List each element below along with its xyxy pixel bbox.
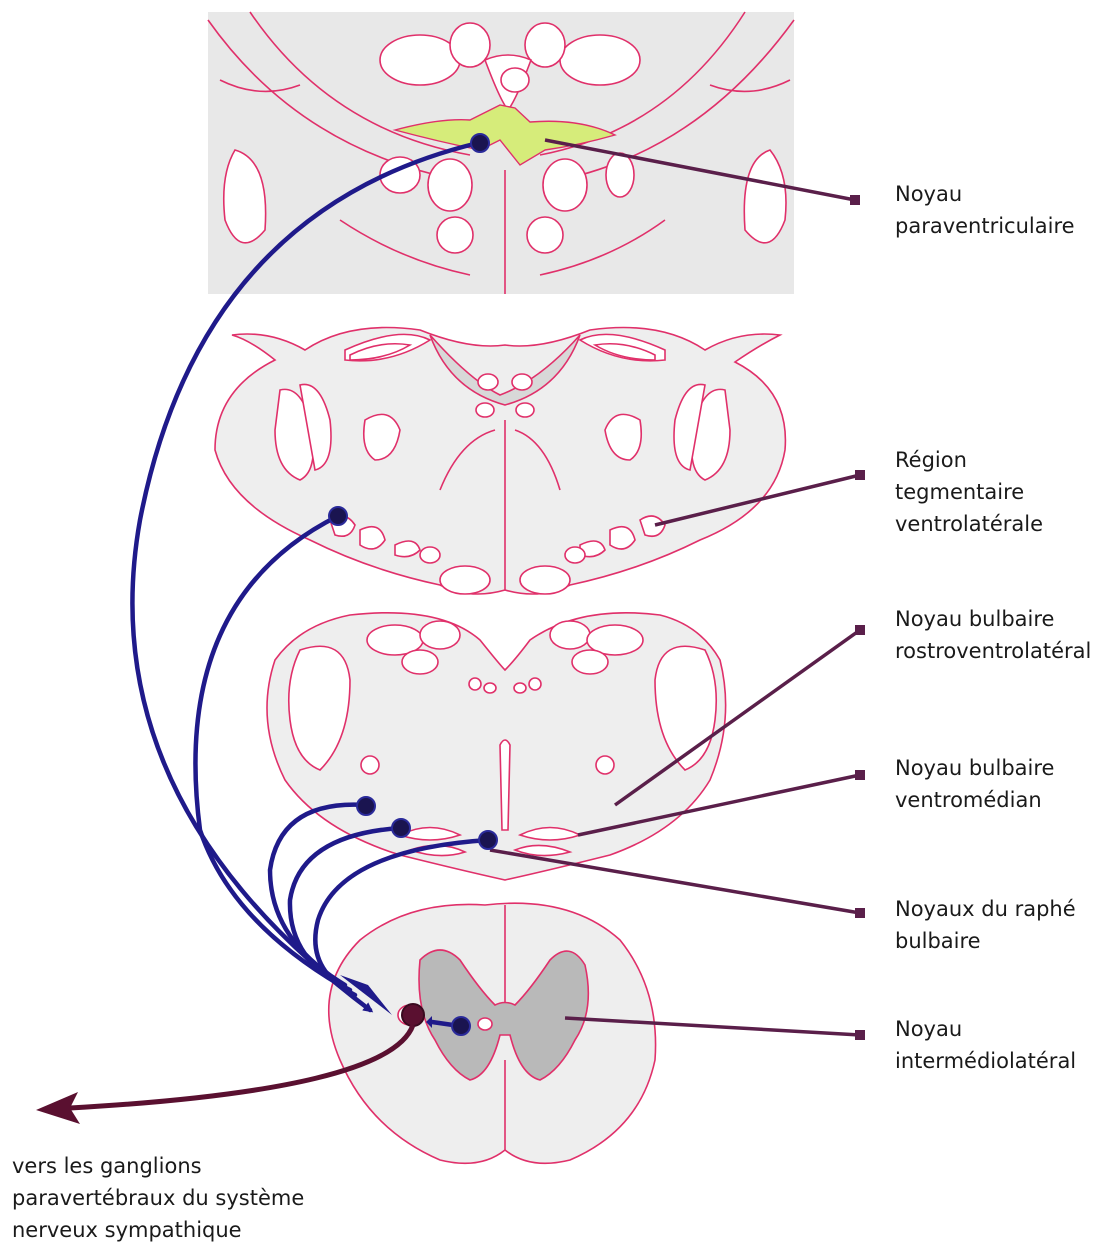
label-intermediolateral: Noyau intermédiolatéral (895, 1013, 1076, 1077)
ventromedian-neuron (392, 819, 410, 837)
label-paraventricular: Noyau paraventriculaire (895, 178, 1075, 242)
intermediolateral-neuron (402, 1004, 424, 1026)
label-rostroventrolateral: Noyau bulbaire rostroventrolatéral (895, 603, 1091, 667)
rostroventrolateral-neuron (357, 797, 375, 815)
label-ventromedian: Noyau bulbaire ventromédian (895, 752, 1054, 816)
spinal-cord-section (329, 903, 656, 1163)
interneuron (452, 1017, 470, 1035)
tegmental-neuron (329, 507, 347, 525)
label-tegmental: Région tegmentaire ventrolatérale (895, 444, 1043, 540)
tegmental-section (215, 328, 785, 595)
raphe-neuron (479, 831, 497, 849)
label-ganglia: vers les ganglions paravertébraux du sys… (12, 1150, 304, 1246)
label-raphe: Noyaux du raphé bulbaire (895, 893, 1076, 957)
hypothalamus-section (208, 12, 794, 294)
paraventricular-neuron (471, 134, 489, 152)
